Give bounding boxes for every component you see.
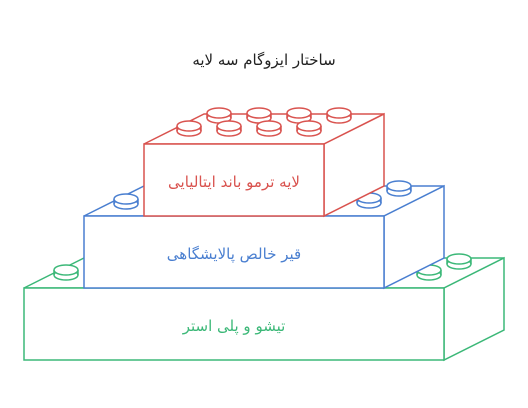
layer-label-top: لایه ترمو باند ایتالیایی: [168, 173, 300, 191]
stud: [53, 264, 79, 281]
stud: [113, 193, 139, 210]
stud: [256, 120, 282, 137]
stud: [386, 180, 412, 197]
stud: [446, 253, 472, 270]
layer-label-middle: قیر خالص پالایشگاهی: [167, 245, 301, 264]
layer-label-bottom: تیشو و پلی استر: [182, 317, 286, 336]
stud: [246, 107, 272, 124]
diagram-title: ساختار ایزوگام سه لایه: [192, 51, 335, 69]
stud: [286, 107, 312, 124]
stud: [176, 120, 202, 137]
stud: [216, 120, 242, 137]
stud: [296, 120, 322, 137]
stud: [206, 107, 232, 124]
stud: [326, 107, 352, 124]
layer-thermo-bond: [143, 107, 385, 218]
